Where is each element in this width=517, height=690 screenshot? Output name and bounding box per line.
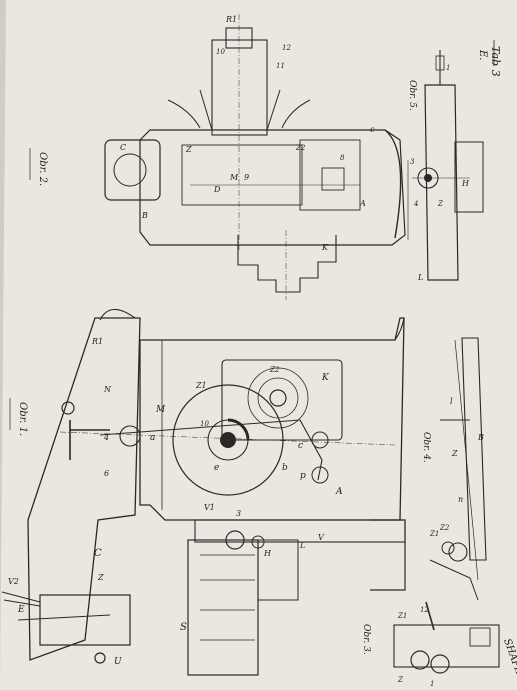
svg-text:H: H — [263, 549, 272, 558]
svg-text:12: 12 — [420, 606, 429, 614]
figure-5-title: Obr. 5. — [407, 80, 417, 111]
figure-3-title: Obr. 3. — [361, 624, 371, 655]
svg-text:M: M — [229, 173, 239, 182]
svg-text:1: 1 — [446, 64, 450, 72]
plate-number: Tab 3 — [489, 46, 502, 77]
fig2-housing — [139, 129, 406, 246]
figure-3: Obr. 3. Z1 12 Z 1 — [361, 601, 500, 688]
svg-text:L: L — [299, 541, 305, 550]
svg-text:C: C — [94, 548, 102, 559]
svg-text:b: b — [282, 463, 288, 473]
figure-4-title: Obr. 4. — [421, 432, 431, 463]
figure-4: Obr. 4. Z1 Z2 n B Z l — [421, 337, 487, 601]
svg-text:Z2: Z2 — [269, 366, 280, 374]
svg-text:B: B — [477, 433, 484, 442]
svg-text:p: p — [300, 471, 306, 481]
svg-text:3: 3 — [410, 158, 415, 166]
svg-text:Z: Z — [397, 676, 403, 684]
fig3-gear-housing — [393, 624, 500, 668]
svg-text:Z1: Z1 — [195, 381, 207, 390]
svg-text:M: M — [155, 405, 166, 415]
fig1-ram — [27, 317, 141, 661]
svg-text:3: 3 — [236, 509, 241, 518]
svg-text:V1: V1 — [204, 503, 215, 512]
svg-text:n: n — [458, 495, 463, 504]
svg-text:V: V — [318, 533, 325, 542]
fig4-bar — [461, 337, 487, 561]
svg-text:1: 1 — [430, 680, 434, 688]
svg-text:E: E — [17, 605, 25, 615]
svg-text:N: N — [103, 385, 112, 394]
svg-text:c: c — [370, 125, 375, 134]
fig1-table — [187, 539, 259, 676]
svg-text:U: U — [114, 657, 122, 667]
svg-text:12: 12 — [282, 44, 291, 52]
svg-text:Z: Z — [185, 145, 192, 154]
svg-text:B: B — [141, 211, 148, 220]
fig2-crank-block — [104, 139, 161, 201]
svg-text:A: A — [359, 199, 366, 208]
svg-text:K: K — [321, 243, 329, 252]
svg-text:R1: R1 — [91, 337, 103, 346]
svg-text:D: D — [213, 185, 221, 194]
svg-text:4: 4 — [413, 200, 418, 208]
svg-text:Z1: Z1 — [397, 612, 407, 620]
figure-1: Obr. 1. — [1, 308, 406, 676]
svg-text:11: 11 — [276, 62, 285, 70]
svg-text:l: l — [450, 397, 453, 406]
svg-text:8: 8 — [340, 154, 345, 162]
fig2-pulley — [237, 235, 337, 293]
svg-text:9: 9 — [244, 173, 249, 182]
svg-text:4: 4 — [103, 433, 109, 442]
svg-text:Z1: Z1 — [429, 530, 439, 538]
svg-text:10: 10 — [200, 420, 209, 428]
svg-text:L: L — [417, 273, 423, 282]
plate-sub: E. — [477, 49, 488, 60]
svg-text:Z: Z — [451, 449, 458, 458]
svg-text:S: S — [180, 622, 187, 633]
svg-text:6: 6 — [104, 469, 109, 478]
fig2-spindle — [211, 39, 268, 136]
svg-text:e: e — [214, 463, 219, 473]
figure-5: Obr. 5. L H 3 1 4 Z — [407, 50, 484, 282]
svg-text:Z: Z — [97, 573, 104, 582]
svg-text:c: c — [298, 441, 303, 451]
svg-text:Z2: Z2 — [439, 524, 450, 532]
svg-text:H: H — [461, 179, 470, 188]
fig2-label: R1 — [225, 15, 237, 24]
fig1-toolhead — [39, 594, 131, 646]
figure-2-title: Obr. 2. — [37, 152, 48, 186]
svg-text:Z: Z — [437, 200, 443, 208]
svg-text:K: K — [321, 373, 330, 383]
svg-text:A: A — [335, 487, 343, 497]
figure-1-title: Obr. 1. — [17, 402, 28, 436]
svg-text:10: 10 — [216, 48, 225, 56]
svg-text:C: C — [120, 143, 126, 152]
svg-text:Z2: Z2 — [295, 144, 306, 152]
fig5-slide — [424, 84, 459, 281]
fig1-gearbox — [221, 359, 343, 441]
svg-text:V2: V2 — [8, 577, 19, 586]
svg-text:a: a — [150, 433, 155, 443]
figure-2: Obr. 2. R1 10 12 11 C Z Z2 D M 9 A — [29, 14, 409, 300]
